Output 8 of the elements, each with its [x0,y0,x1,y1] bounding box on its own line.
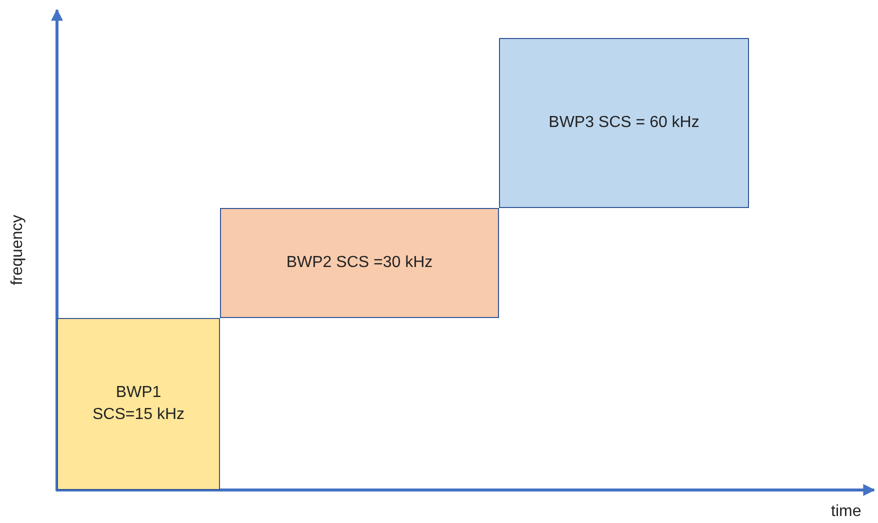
frequency-block [220,208,499,318]
block-label: BWP2 SCS =30 kHz [286,253,433,274]
frequency-block [499,38,749,208]
block-label: BWP1 SCS=15 kHz [91,383,186,425]
block-label: BWP3 SCS = 60 kHz [548,113,700,134]
axis-label: time [831,503,862,521]
frequency-block [57,318,220,490]
axis-label: frequency [9,214,27,286]
